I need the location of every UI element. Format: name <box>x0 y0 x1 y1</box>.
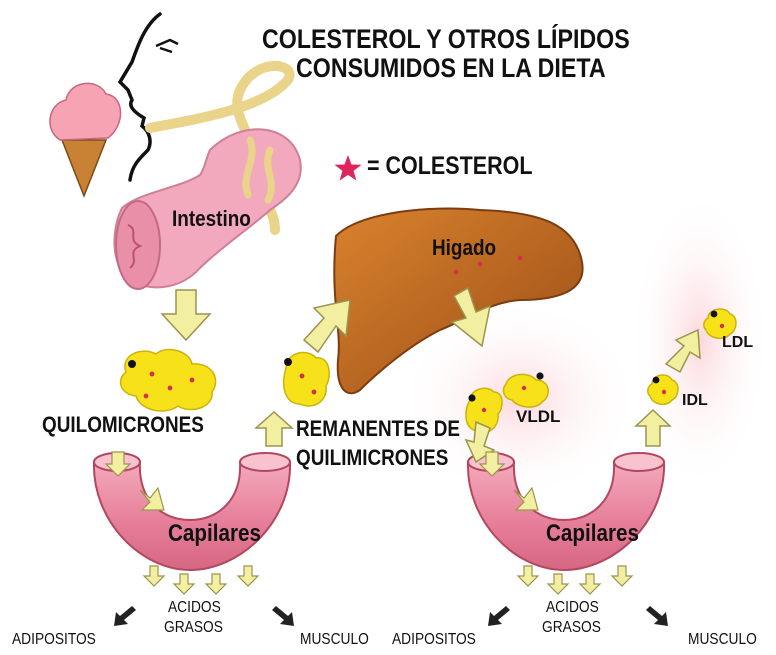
fatty-acids-left-line-2: GRASOS <box>164 620 223 636</box>
adipose-right-label: ADIPOSITOS <box>392 632 476 648</box>
adipose-left-label: ADIPOSITOS <box>12 632 96 648</box>
intestine-label: Intestino <box>172 208 251 230</box>
fatty-acids-right-line-1: ACIDOS <box>546 600 599 616</box>
idl-label: IDL <box>682 393 708 409</box>
fatty-acids-left-line-1: ACIDOS <box>168 600 221 616</box>
title-line-1: COLESTEROL Y OTROS LÍPIDOS <box>262 26 623 53</box>
vldl-label: VLDL <box>516 408 560 425</box>
capillaries-right-label: Capilares <box>546 522 639 546</box>
capillaries-left-label: Capilares <box>168 522 261 546</box>
remnants-label-line-1: REMANENTES DE <box>296 418 460 440</box>
liver-label: Higado <box>432 237 496 259</box>
chylomicron-particle <box>121 349 216 410</box>
ldl-label: LDL <box>722 335 753 351</box>
face-profile-icon <box>120 14 178 180</box>
legend-text: = COLESTEROL <box>367 154 532 179</box>
remnant-particle <box>284 353 330 406</box>
chylomicrons-label: QUILOMICRONES <box>42 414 204 436</box>
muscle-right-label: MUSCULO <box>688 632 757 648</box>
star-icon <box>335 155 362 181</box>
ice-cream-icon <box>50 83 121 196</box>
fatty-acids-right-line-2: GRASOS <box>542 620 601 636</box>
muscle-left-label: MUSCULO <box>300 632 369 648</box>
title-line-2: CONSUMIDOS EN LA DIETA <box>296 55 606 82</box>
remnants-label-line-2: QUILIMICRONES <box>296 447 448 469</box>
